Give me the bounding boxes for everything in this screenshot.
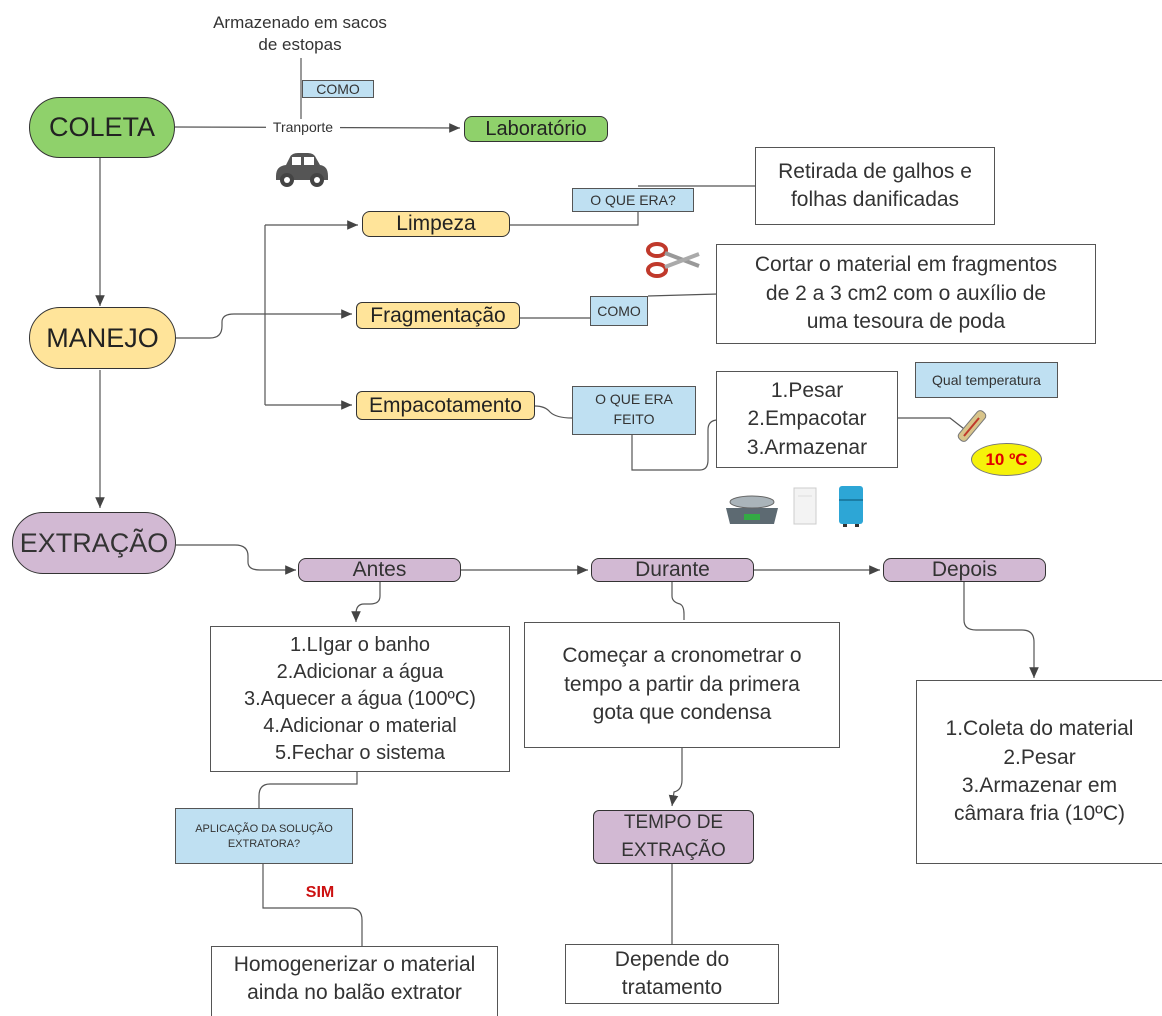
sim-label: SIM	[305, 884, 335, 901]
limpeza-question: O QUE ERA?	[572, 188, 694, 212]
extracao-node: EXTRAÇÃO	[12, 512, 176, 574]
limpeza-node: Limpeza	[362, 211, 510, 237]
bag-icon	[793, 487, 817, 525]
empacotamento-question: O QUE ERA FEITO	[572, 386, 696, 435]
depois-steps: 1.Coleta do material 2.Pesar 3.Armazenar…	[916, 680, 1162, 864]
temperature-question: Qual temperatura	[915, 362, 1058, 398]
manejo-node: MANEJO	[29, 307, 176, 369]
antes-node: Antes	[298, 558, 461, 582]
homogenizar-box: Homogenerizar o material ainda no balão …	[211, 946, 498, 1016]
fragmentacao-description: Cortar o material em fragmentos de 2 a 3…	[716, 244, 1096, 344]
fragmentacao-node: Fragmentação	[356, 302, 520, 329]
como-tag: COMO	[302, 80, 374, 98]
fridge-icon	[839, 486, 863, 527]
tempo-extracao-node: TEMPO DE EXTRAÇÃO	[593, 810, 754, 864]
car-icon	[276, 153, 328, 187]
temperature-badge: 10 ºC	[971, 443, 1042, 476]
empacotamento-node: Empacotamento	[356, 391, 535, 420]
laboratorio-node: Laboratório	[464, 116, 608, 142]
thermometer-icon	[957, 410, 987, 442]
scale-icon	[726, 495, 778, 524]
coleta-node: COLETA	[29, 97, 175, 158]
antes-steps: 1.LIgar o banho 2.Adicionar a água 3.Aqu…	[210, 626, 510, 772]
solucao-question: APLICAÇÃO DA SOLUÇÃO EXTRATORA?	[175, 808, 353, 864]
durante-node: Durante	[591, 558, 754, 582]
fragmentacao-question: COMO	[590, 296, 648, 326]
scissors-icon	[646, 242, 700, 278]
tempo-description: Depende do tratamento	[565, 944, 779, 1004]
durante-description: Começar a cronometrar o tempo a partir d…	[524, 622, 840, 748]
empacotamento-steps: 1.Pesar 2.Empacotar 3.Armazenar	[716, 371, 898, 468]
storage-note: Armazenado em sacos de estopas	[213, 13, 387, 55]
limpeza-description: Retirada de galhos e folhas danificadas	[755, 147, 995, 225]
transport-label: Tranporte	[266, 119, 340, 137]
depois-node: Depois	[883, 558, 1046, 582]
